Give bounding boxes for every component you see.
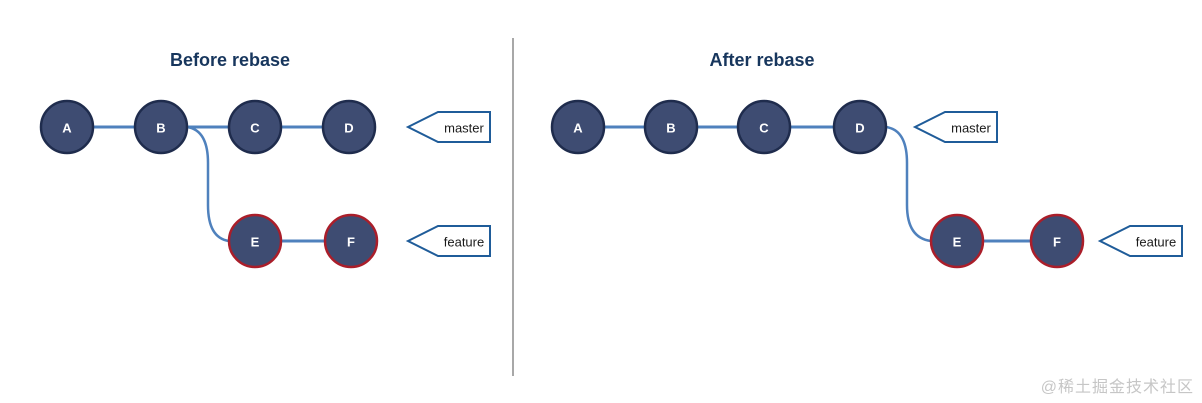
commit-node-C [736, 99, 792, 155]
panel-divider [512, 38, 514, 376]
branch-label-master [405, 111, 491, 143]
commit-node-E [227, 213, 283, 269]
commit-node-F [1029, 213, 1085, 269]
branch-edge-B-E [186, 125, 230, 243]
commit-node-E [929, 213, 985, 269]
commit-node-label: F [347, 235, 355, 250]
watermark-text: @稀土掘金技术社区 [1040, 379, 1194, 396]
commit-node-label: C [759, 121, 769, 136]
commit-node-label: B [156, 121, 165, 136]
before-rebase-title: Before rebase [169, 50, 291, 70]
commit-node-F [323, 213, 379, 269]
branch-label-feature [1097, 225, 1183, 257]
branch-label-text: master [444, 121, 484, 136]
branch-label-feature [405, 225, 491, 257]
commit-node-label: E [251, 235, 260, 250]
commit-node-label: D [344, 121, 353, 136]
commit-node-D [321, 99, 377, 155]
branch-label-text: feature [1136, 235, 1176, 250]
commit-node-label: F [1053, 235, 1061, 250]
commit-node-D [832, 99, 888, 155]
commit-node-B [643, 99, 699, 155]
commit-node-label: A [573, 121, 583, 136]
branch-edge-D-E [885, 125, 932, 243]
commit-node-A [550, 99, 606, 155]
branch-label-text: master [951, 121, 991, 136]
commit-node-label: C [250, 121, 260, 136]
commit-node-label: A [62, 121, 72, 136]
branch-label-text: feature [444, 235, 484, 250]
commit-node-label: B [666, 121, 675, 136]
commit-node-C [227, 99, 283, 155]
commit-node-label: D [855, 121, 864, 136]
commit-node-B [133, 99, 189, 155]
branch-label-master [912, 111, 998, 143]
commit-node-A [39, 99, 95, 155]
commit-node-label: E [953, 235, 962, 250]
after-rebase-title: After rebase [709, 50, 815, 70]
